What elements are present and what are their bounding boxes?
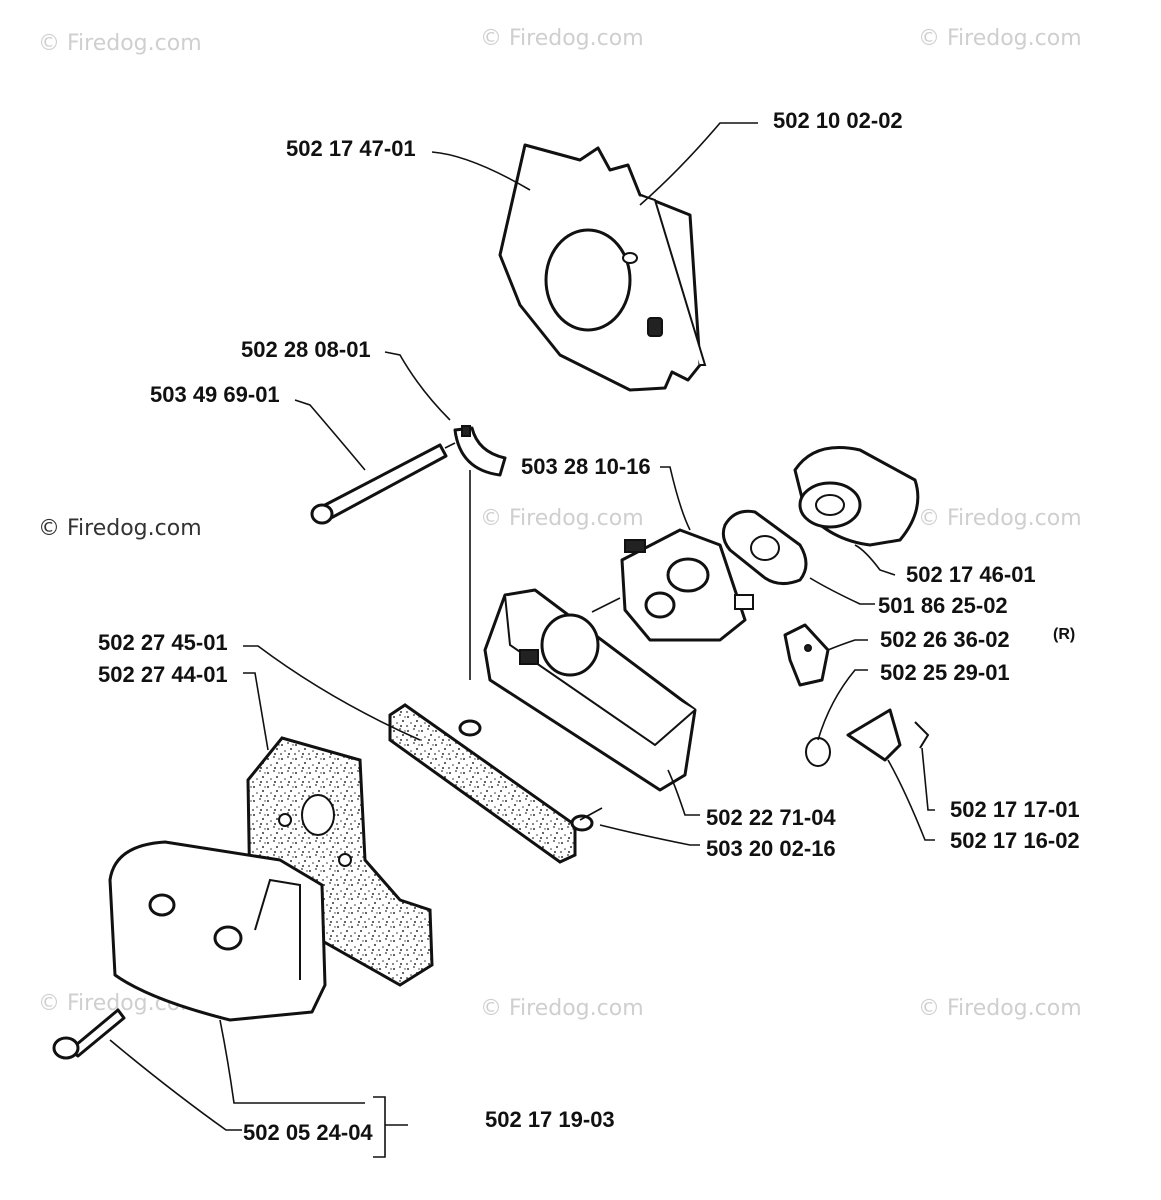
part-label-502171602: 502 17 16-02	[950, 828, 1080, 853]
part-label-502171701: 502 17 17-01	[950, 797, 1080, 822]
part-label-502174701: 502 17 47-01	[286, 136, 416, 161]
pin-part	[310, 442, 456, 525]
intake-part	[793, 446, 920, 547]
part-label-502263602: 502 26 36-02	[880, 627, 1010, 652]
gasket-plate	[498, 143, 707, 392]
watermark: © Firedog.com	[38, 31, 202, 56]
filter-housing-part	[483, 588, 697, 792]
carburetor-part	[620, 528, 754, 642]
watermark: © Firedog.com	[918, 26, 1082, 51]
clip-part	[783, 623, 830, 687]
watermark: © Firedog.com	[480, 506, 644, 531]
bracket-part	[453, 425, 507, 477]
watermark: © Firedog.com	[38, 516, 202, 541]
screw-part	[458, 719, 603, 832]
foam-filter-part	[388, 703, 577, 864]
part-label-502274401: 502 27 44-01	[98, 662, 228, 687]
watermark: © Firedog.com	[918, 506, 1082, 531]
part-label-501862502: 501 86 25-02	[878, 593, 1008, 618]
cover-part	[108, 840, 327, 1022]
part-label-502252901: 502 25 29-01	[880, 660, 1010, 685]
part-label-502263602-note: (R)	[1053, 626, 1075, 643]
part-label-503281016: 503 28 10-16	[521, 454, 651, 479]
leader-lines	[109, 122, 935, 1158]
part-label-502274501: 502 27 45-01	[98, 630, 228, 655]
part-label-503496901: 503 49 69-01	[150, 382, 280, 407]
lever-part	[805, 708, 930, 767]
part-label-502171903: 502 17 19-03	[485, 1107, 615, 1132]
watermark: © Firedog.com	[918, 996, 1082, 1021]
part-label-502280801: 502 28 08-01	[241, 337, 371, 362]
part-label-503200216: 503 20 02-16	[706, 836, 836, 861]
part-label-502227104: 502 22 71-04	[706, 805, 836, 830]
cover-bolt-part	[52, 1008, 126, 1060]
gasket-part	[721, 509, 808, 585]
part-label-502052404: 502 05 24-04	[243, 1120, 373, 1145]
part-label-502100202: 502 10 02-02	[773, 108, 903, 133]
watermark: © Firedog.com	[480, 996, 644, 1021]
part-label-502174601: 502 17 46-01	[906, 562, 1036, 587]
watermark: © Firedog.com	[480, 26, 644, 51]
